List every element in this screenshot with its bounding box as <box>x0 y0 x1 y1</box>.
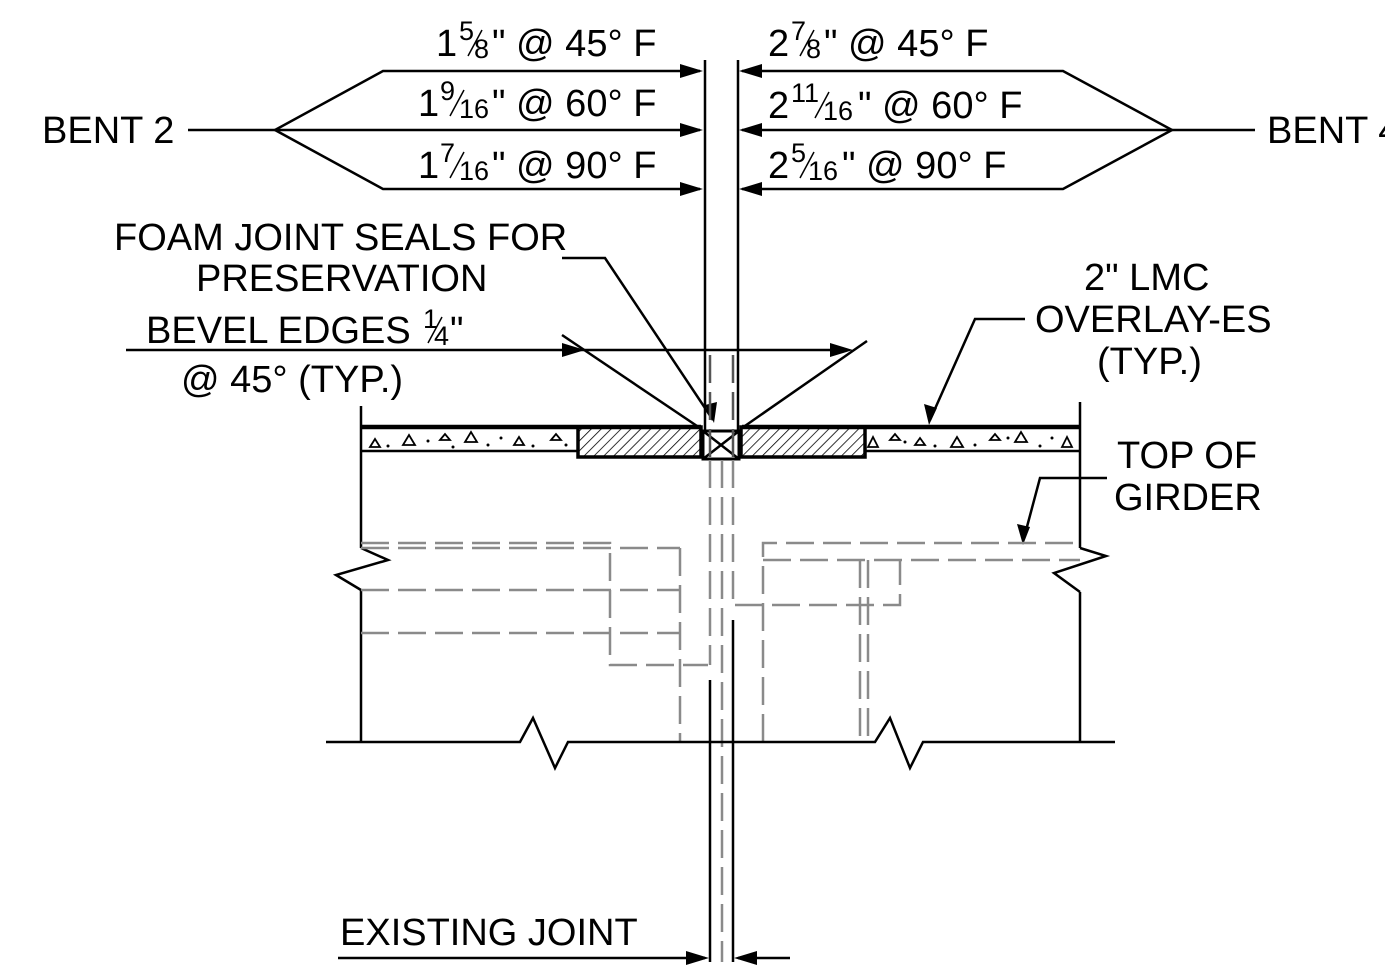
svg-text:1: 1 <box>423 304 438 334</box>
foam-note-line2: PRESERVATION <box>196 258 487 300</box>
lmc-note-line3: (TYP.) <box>1097 341 1202 383</box>
svg-text:" @ 60° F: " @ 60° F <box>858 85 1022 127</box>
left-gap-leaders <box>188 64 703 196</box>
right-gap-label-90: 2 5 16 " @ 90° F <box>768 138 1006 187</box>
svg-text:16: 16 <box>808 156 838 186</box>
existing-joint-dimension <box>338 951 790 965</box>
svg-text:8: 8 <box>806 34 821 64</box>
svg-text:5: 5 <box>459 16 474 46</box>
svg-text:5: 5 <box>791 138 806 168</box>
svg-text:2: 2 <box>768 145 789 187</box>
svg-text:" @ 45° F: " @ 45° F <box>824 23 988 65</box>
svg-text:@ 45° (TYP.): @ 45° (TYP.) <box>181 359 403 401</box>
svg-text:1: 1 <box>418 83 439 125</box>
bevel-note: BEVEL EDGES 1 4 " @ 45° (TYP.) <box>146 304 464 401</box>
existing-joint-label: EXISTING JOINT <box>340 912 638 954</box>
svg-text:7: 7 <box>440 138 455 168</box>
foam-note-line1: FOAM JOINT SEALS FOR <box>114 217 567 259</box>
bevel-leaders <box>126 333 868 430</box>
svg-text:8: 8 <box>474 34 489 64</box>
svg-text:9: 9 <box>440 76 455 106</box>
girder-leader <box>1022 476 1107 539</box>
svg-text:" @ 90° F: " @ 90° F <box>842 145 1006 187</box>
svg-text:2: 2 <box>768 85 789 127</box>
svg-text:1: 1 <box>418 145 439 187</box>
svg-text:": " <box>450 310 464 352</box>
svg-text:" @ 45° F: " @ 45° F <box>492 23 656 65</box>
svg-text:7: 7 <box>791 16 806 46</box>
right-gap-label-60: 2 11 16 " @ 60° F <box>768 78 1022 127</box>
right-gap-leaders <box>739 64 1255 196</box>
right-gap-label-45: 2 7 8 " @ 45° F <box>768 16 988 65</box>
girder-note-line1: TOP OF <box>1117 435 1257 477</box>
lmc-note-line1: 2" LMC <box>1084 257 1209 299</box>
svg-text:16: 16 <box>459 94 489 124</box>
girder-bottom-line <box>326 715 1115 772</box>
girder-note-line2: GIRDER <box>1114 477 1262 519</box>
left-gap-label-90: 1 7 16 " @ 90° F <box>418 138 656 187</box>
bent-right-label: BENT 4 <box>1267 110 1385 152</box>
joint-gap-lines <box>703 60 740 430</box>
svg-text:" @ 90° F: " @ 90° F <box>492 145 656 187</box>
svg-text:BEVEL EDGES: BEVEL EDGES <box>146 310 411 352</box>
svg-text:1: 1 <box>436 23 457 65</box>
bent-left-label: BENT 2 <box>42 110 174 152</box>
svg-text:4: 4 <box>434 321 449 351</box>
svg-text:16: 16 <box>459 156 489 186</box>
lmc-leader <box>928 317 1025 421</box>
left-gap-label-60: 1 9 16 " @ 60° F <box>418 76 656 125</box>
svg-text:2: 2 <box>768 23 789 65</box>
lmc-note-line2: OVERLAY-ES <box>1035 299 1272 341</box>
hidden-girder-lines <box>361 541 1080 742</box>
existing-joint-lines <box>708 355 735 962</box>
foam-leader <box>562 256 715 421</box>
svg-text:11: 11 <box>791 78 819 108</box>
svg-text:16: 16 <box>823 96 853 126</box>
svg-text:" @ 60° F: " @ 60° F <box>492 83 656 125</box>
left-gap-label-45: 1 5 8 " @ 45° F <box>436 16 656 65</box>
